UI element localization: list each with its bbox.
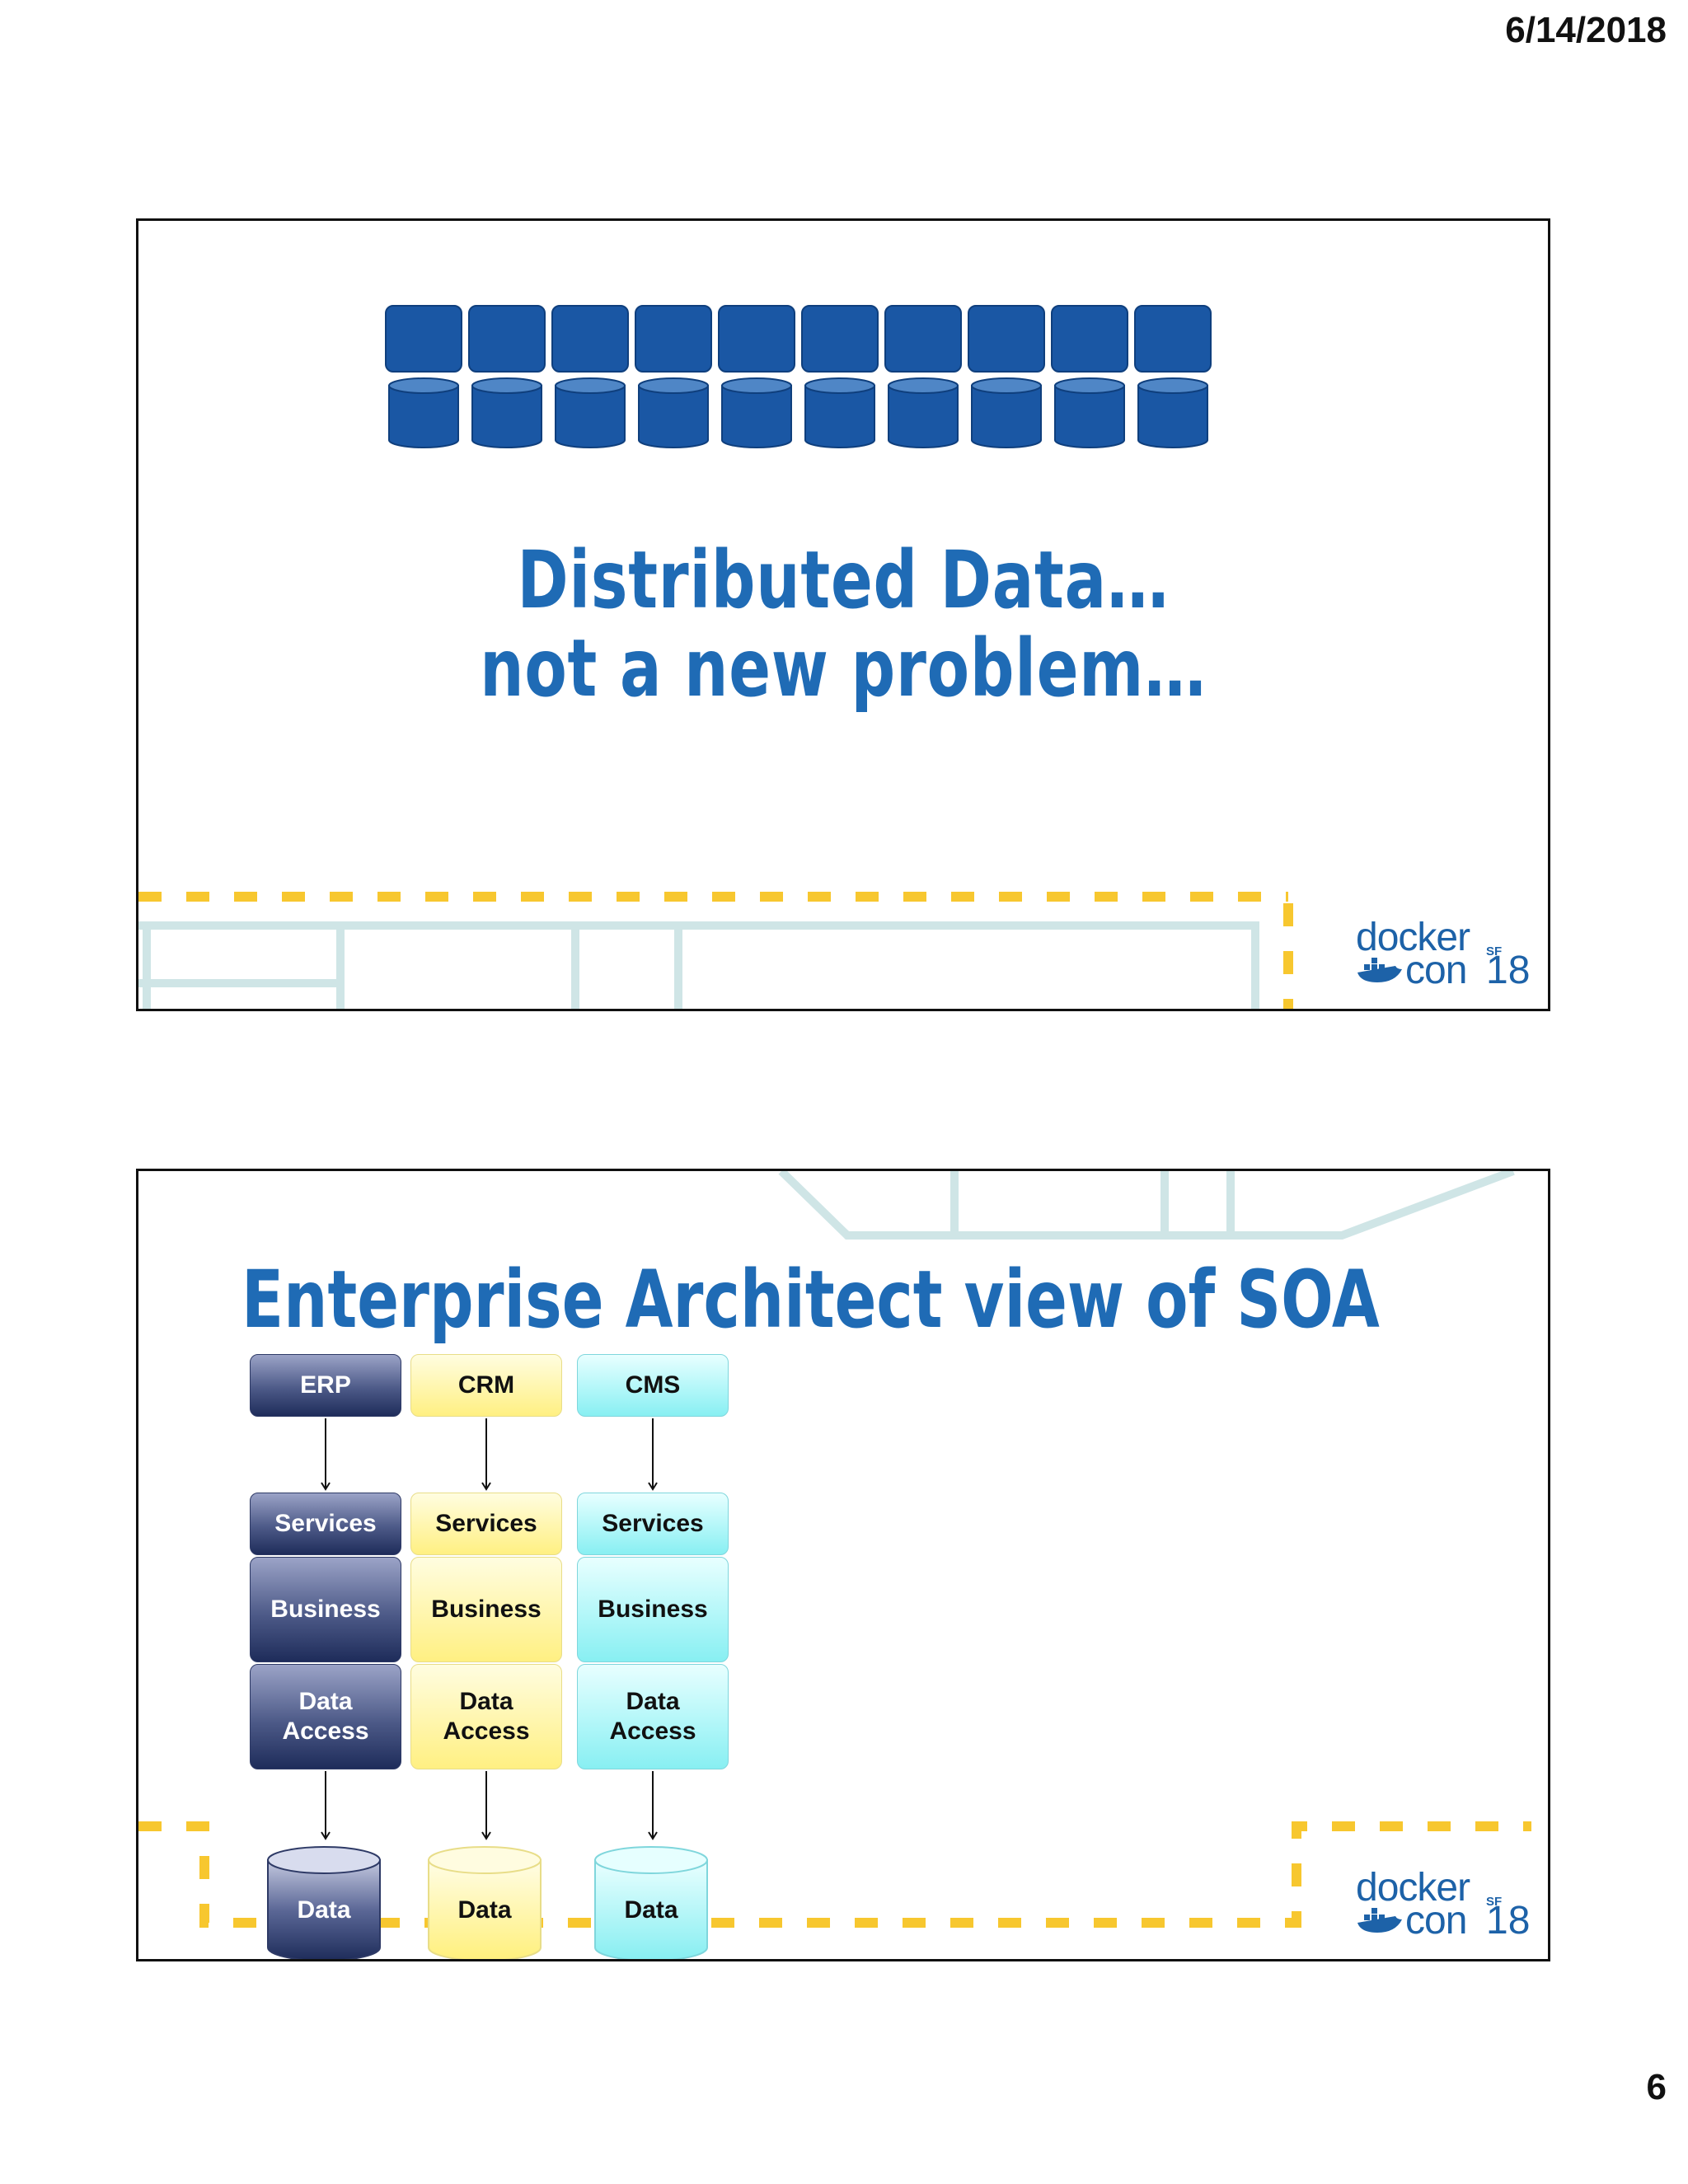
server-tile xyxy=(1051,305,1128,373)
server-tile xyxy=(968,305,1045,373)
crm-data-access-line1: Data xyxy=(459,1688,513,1715)
slide1-decoration xyxy=(138,305,1293,1009)
database-cylinders xyxy=(388,377,1208,448)
slide1-title-line1: Distributed Data… xyxy=(517,534,1170,626)
server-tile xyxy=(385,305,462,373)
slide-enterprise-soa: Enterprise Architect view of SOA ERP CRM… xyxy=(136,1169,1550,1961)
erp-data-label: Data xyxy=(297,1896,351,1924)
erp-database: Data xyxy=(266,1845,382,1959)
cms-database-icon xyxy=(594,1846,708,1959)
server-tile xyxy=(635,305,712,373)
database-cylinder xyxy=(721,377,792,448)
server-tile xyxy=(801,305,879,373)
arrow-head xyxy=(648,1831,658,1840)
crm-data-access-box: Data Access xyxy=(410,1664,562,1769)
crm-data-label: Data xyxy=(457,1896,512,1924)
database-cylinder xyxy=(971,377,1042,448)
logo-year: 18 xyxy=(1486,1899,1531,1943)
logo-word-con: con xyxy=(1405,1899,1467,1943)
slide2-decoration xyxy=(138,1171,1531,1928)
erp-data-access-line2: Access xyxy=(282,1718,369,1745)
cms-database: Data xyxy=(593,1845,709,1959)
server-tiles xyxy=(385,305,1212,373)
logo-badge: SF xyxy=(1486,944,1503,958)
erp-services-box: Services xyxy=(250,1493,401,1555)
cms-data-access-line1: Data xyxy=(626,1688,680,1715)
server-tile xyxy=(1134,305,1212,373)
crm-database: Data xyxy=(427,1845,542,1959)
arrow-head xyxy=(481,1482,491,1491)
database-cylinder xyxy=(388,377,459,448)
whale-icon xyxy=(1357,958,1402,982)
database-cylinder xyxy=(1054,377,1125,448)
crm-services-box: Services xyxy=(410,1493,562,1555)
arrow-head xyxy=(321,1831,331,1840)
cms-business-box: Business xyxy=(577,1557,729,1662)
logo-year: 18 xyxy=(1486,949,1531,992)
logo-word-con: con xyxy=(1405,949,1467,992)
logo-word-docker: docker xyxy=(1356,916,1470,959)
cms-app-box: CMS xyxy=(577,1354,729,1417)
arrow-head xyxy=(648,1482,658,1491)
erp-data-access-box: Data Access xyxy=(250,1664,401,1769)
logo-word-docker: docker xyxy=(1356,1866,1470,1910)
database-cylinder xyxy=(804,377,875,448)
erp-database-icon xyxy=(267,1846,381,1959)
server-tile xyxy=(551,305,629,373)
database-cylinder xyxy=(555,377,626,448)
erp-business-box: Business xyxy=(250,1557,401,1662)
database-cylinder xyxy=(888,377,959,448)
server-tile xyxy=(718,305,795,373)
crm-data-access-line2: Access xyxy=(443,1718,530,1745)
cms-data-access-line2: Access xyxy=(609,1718,696,1745)
server-tile xyxy=(468,305,546,373)
page-date: 6/14/2018 xyxy=(1505,10,1667,50)
logo-badge: SF xyxy=(1486,1895,1503,1909)
server-tile xyxy=(884,305,962,373)
database-cylinder xyxy=(471,377,542,448)
dockercon-logo: docker con 18 SF xyxy=(1356,915,1533,992)
whale-icon xyxy=(1357,1908,1402,1933)
erp-app-box: ERP xyxy=(250,1354,401,1417)
cms-data-label: Data xyxy=(624,1896,678,1924)
dockercon-logo: docker con 18 SF xyxy=(1356,1865,1533,1943)
slide1-title-line2: not a new problem… xyxy=(480,622,1207,715)
arrow-head xyxy=(481,1831,491,1840)
database-cylinder xyxy=(1137,377,1208,448)
flow-arrows xyxy=(321,1418,658,1840)
database-cylinder xyxy=(638,377,709,448)
cms-services-box: Services xyxy=(577,1493,729,1555)
cms-data-access-box: Data Access xyxy=(577,1664,729,1769)
arrow-head xyxy=(321,1482,331,1491)
crm-business-box: Business xyxy=(410,1557,562,1662)
slide-distributed-data: Distributed Data… not a new problem… doc… xyxy=(136,218,1550,1011)
page-number: 6 xyxy=(1646,2067,1667,2107)
crm-app-box: CRM xyxy=(410,1354,562,1417)
slide2-title: Enterprise Architect view of SOA xyxy=(241,1254,1380,1346)
erp-data-access-line1: Data xyxy=(298,1688,353,1715)
crm-database-icon xyxy=(428,1846,542,1959)
